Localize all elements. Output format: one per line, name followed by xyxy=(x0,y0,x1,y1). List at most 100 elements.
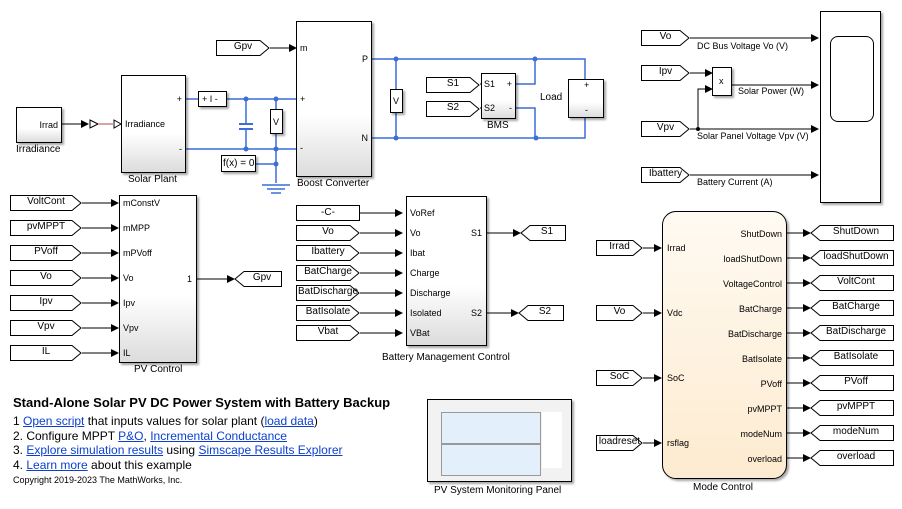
battery-from-tag-4[interactable]: BatDischarge xyxy=(296,285,360,301)
pv-from-tag-5[interactable]: Vpv xyxy=(10,320,82,336)
mode-control-input-port-2: SoC xyxy=(667,373,685,383)
instruction-step-1: 1 Open script that inputs values for sol… xyxy=(13,414,318,428)
product-block[interactable]: x xyxy=(712,67,732,96)
annotation-text: that inputs values for solar plant ( xyxy=(84,414,265,428)
step-number: 1 xyxy=(13,414,24,428)
annotation-link[interactable]: Learn more xyxy=(26,457,88,472)
voltage-sensor-block[interactable]: V xyxy=(270,109,283,134)
load-minus: - xyxy=(585,105,588,115)
mode-control-output-port-6: PVoff xyxy=(760,379,782,389)
annotation-text: about this example xyxy=(87,457,192,472)
annotation-text: using xyxy=(163,443,199,457)
panel-preview-sidebar xyxy=(542,412,562,468)
battery-from-tag-6[interactable]: Vbat xyxy=(296,325,360,341)
battery-from-tag-5[interactable]: BatIsolate xyxy=(296,305,360,321)
scope-block[interactable] xyxy=(820,11,881,203)
bms-block[interactable]: S1 S2 + - xyxy=(481,73,516,119)
battery-control-input-port-5: Isolated xyxy=(410,308,442,318)
current-sensor-label: + I - xyxy=(202,94,218,104)
pv-control-output-port: 1 xyxy=(186,274,192,284)
current-sensor-block[interactable]: + I - xyxy=(198,91,227,107)
battery-control-input-port-3: Charge xyxy=(410,268,440,278)
product-label: x xyxy=(719,76,724,86)
capacitor-icon xyxy=(239,123,253,130)
mode-control-output-port-8: modeNum xyxy=(740,429,782,439)
mode-goto-tag-4[interactable]: BatDischarge xyxy=(810,325,894,341)
step-number: 2. xyxy=(13,428,27,443)
irradiance-block[interactable]: Irrad xyxy=(16,107,62,143)
mode-control-output-port-2: VoltageControl xyxy=(722,279,782,289)
mode-from-tag-2[interactable]: SoC xyxy=(596,370,643,386)
mode-goto-tag-1[interactable]: loadShutDown xyxy=(810,250,894,266)
annotation-text: ) xyxy=(313,414,318,428)
boost-port-n: N xyxy=(361,133,369,143)
scope-from-tag-3[interactable]: Ibattery xyxy=(641,167,690,183)
goto-tag-gpv[interactable]: Gpv xyxy=(234,271,282,287)
battery-management-control-caption: Battery Management Control xyxy=(382,352,510,363)
mode-goto-tag-6[interactable]: PVoff xyxy=(810,375,894,391)
mode-control-output-port-5: BatIsolate xyxy=(741,354,782,364)
from-tag-gpv[interactable]: Gpv xyxy=(216,40,270,56)
pv-from-tag-3[interactable]: Vo xyxy=(10,270,82,286)
pv-from-tag-6[interactable]: IL xyxy=(10,345,82,361)
bms-port-s2: S2 xyxy=(484,103,496,113)
solver-configuration-block[interactable]: f(x) = 0 xyxy=(221,155,256,172)
from-tag-s2[interactable]: S2 xyxy=(426,101,480,117)
solar-plant-caption: Solar Plant xyxy=(128,174,177,185)
pv-from-tag-2[interactable]: PVoff xyxy=(10,245,82,261)
solar-plant-minus: - xyxy=(179,144,182,154)
mode-goto-tag-7[interactable]: pvMPPT xyxy=(810,400,894,416)
constant-block-voref[interactable]: -C- xyxy=(296,205,360,221)
dc-bus-voltage-sensor[interactable]: V xyxy=(390,89,403,113)
goto-tag-s2[interactable]: S2 xyxy=(518,305,564,321)
scope-signal-label-0: DC Bus Voltage Vo (V) xyxy=(697,41,789,51)
mode-control-output-port-9: overload xyxy=(747,454,782,464)
solar-plant-in-port: Irradiance xyxy=(125,119,166,129)
pv-from-tag-0[interactable]: VoltCont xyxy=(10,195,82,211)
solar-plant-block[interactable]: Irradiance + - xyxy=(121,75,186,173)
pv-system-monitoring-panel[interactable] xyxy=(427,399,572,482)
annotation-link[interactable]: Explore simulation results xyxy=(26,443,164,457)
mode-goto-tag-3[interactable]: BatCharge xyxy=(810,300,894,316)
annotation-link[interactable]: load data xyxy=(264,414,314,428)
boost-port-minus: - xyxy=(300,143,303,153)
load-block[interactable]: + - xyxy=(568,79,604,118)
boost-converter-block[interactable]: m + - P N xyxy=(296,21,372,177)
mode-goto-tag-5[interactable]: BatIsolate xyxy=(810,350,894,366)
scope-from-tag-0[interactable]: Vo xyxy=(641,30,690,46)
mode-goto-tag-2[interactable]: VoltCont xyxy=(810,275,894,291)
mode-goto-tag-8[interactable]: modeNum xyxy=(810,425,894,441)
battery-from-tag-1[interactable]: Vo xyxy=(296,225,360,241)
pv-control-input-port-6: IL xyxy=(123,348,131,358)
mode-from-tag-1[interactable]: Vo xyxy=(596,305,643,321)
annotation-link[interactable]: Incremental Conductance xyxy=(150,428,287,443)
battery-from-tag-2[interactable]: Ibattery xyxy=(296,245,360,261)
annotation-link[interactable]: P&O xyxy=(118,428,144,443)
scope-from-tag-1[interactable]: Ipv xyxy=(641,65,690,81)
pv-from-tag-4[interactable]: Ipv xyxy=(10,295,82,311)
mode-from-tag-3[interactable]: loadreset xyxy=(596,435,643,451)
mode-control-output-port-7: pvMPPT xyxy=(747,404,782,414)
solar-plant-plus: + xyxy=(176,94,182,104)
boost-port-plus: + xyxy=(300,94,306,104)
mode-control-output-port-0: ShutDown xyxy=(740,229,782,239)
from-tag-s1[interactable]: S1 xyxy=(426,77,480,93)
scope-screen-icon xyxy=(830,36,874,122)
scope-signal-label-1: Solar Power (W) xyxy=(738,86,805,96)
goto-tag-s1[interactable]: S1 xyxy=(520,225,566,241)
battery-from-tag-3[interactable]: BatCharge xyxy=(296,265,360,281)
annotation-link[interactable]: Simscape Results Explorer xyxy=(198,443,343,457)
annotation-link[interactable]: Open script xyxy=(23,414,85,428)
panel-preview-top xyxy=(441,412,541,444)
scope-from-tag-2[interactable]: Vpv xyxy=(641,121,690,137)
mode-goto-tag-9[interactable]: overload xyxy=(810,450,894,466)
annotation-text: , xyxy=(143,428,151,443)
pv-from-tag-1[interactable]: pvMPPT xyxy=(10,220,82,236)
mode-from-tag-0[interactable]: Irrad xyxy=(596,240,643,256)
voltage-sensor-label: V xyxy=(273,117,280,127)
mode-goto-tag-0[interactable]: ShutDown xyxy=(810,225,894,241)
